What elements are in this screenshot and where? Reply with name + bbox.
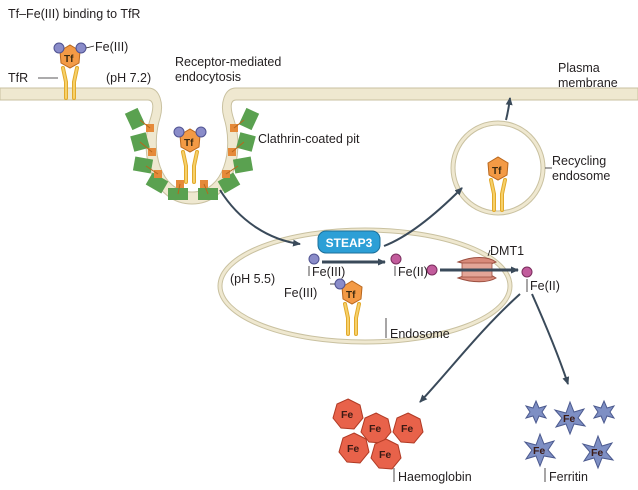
endosome — [217, 227, 513, 345]
iron-fe3-dot — [53, 42, 65, 54]
ph55-label: (pH 5.5) — [230, 272, 275, 286]
fe2-label-cyto: Fe(II) — [530, 279, 560, 293]
clathrin-coat — [124, 107, 260, 200]
tf-label-endo: Tf — [346, 290, 356, 301]
ph72-label: (pH 7.2) — [106, 71, 151, 85]
ferritin-cluster: Fe Fe Fe — [524, 400, 615, 469]
dmt1-label: DMT1 — [490, 244, 524, 258]
title-label: Tf–Fe(III) binding to TfR — [8, 7, 140, 21]
fe3-label-tf: Fe(III) — [284, 286, 317, 300]
transferrin-receptor — [181, 150, 199, 184]
fe3-label-top: Fe(III) — [95, 40, 128, 54]
iron-fe3-dot — [195, 126, 207, 138]
fe-label: Fe — [533, 445, 545, 457]
rme-label-1: Receptor-mediated — [175, 55, 281, 69]
tf-label-pit: Tf — [184, 138, 194, 149]
to-haemoglobin-arrow — [419, 293, 521, 403]
recycling-label-1: Recycling — [552, 154, 606, 168]
fe-label: Fe — [563, 413, 575, 425]
endosome-label: Endosome — [390, 327, 450, 341]
rme-label-2: endocytosis — [175, 70, 241, 84]
iron-fe3-dot — [334, 278, 346, 290]
ferritin-unit — [593, 400, 615, 424]
fe-label: Fe — [341, 409, 353, 421]
fe-label: Fe — [347, 443, 359, 455]
plasma-label-1: Plasma — [558, 61, 600, 75]
recycling-endosome: Tf — [450, 120, 546, 216]
iron-fe3-dot — [75, 42, 87, 54]
clathrin-label: Clathrin-coated pit — [258, 132, 360, 146]
ferritin-unit — [525, 400, 547, 424]
fe-label: Fe — [591, 447, 603, 459]
haemoglobin-cluster: Fe Fe Fe Fe Fe — [332, 398, 424, 470]
iron-fe3-dot — [308, 253, 320, 265]
plasma-membrane — [0, 87, 638, 205]
steap3-protein: STEAP3 — [317, 230, 381, 254]
iron-fe3-dot — [173, 126, 185, 138]
fe-label: Fe — [379, 449, 391, 461]
fe2-label-endo: Fe(II) — [398, 265, 428, 279]
recycling-arrow — [383, 187, 463, 247]
fe-label: Fe — [401, 423, 413, 435]
endosome-receptor-complex: Tf — [334, 278, 363, 336]
tf-label-recycling: Tf — [492, 166, 502, 177]
iron-fe2-dot — [426, 264, 438, 276]
pit-receptor-complex: Tf — [173, 126, 207, 184]
recycling-label-2: endosome — [552, 169, 610, 183]
ferritin-label: Ferritin — [549, 470, 588, 484]
plasma-label-2: membrane — [558, 76, 618, 90]
haemoglobin-label: Haemoglobin — [398, 470, 472, 484]
iron-fe2-dot — [390, 253, 402, 265]
surface-receptor-complex: Tf — [53, 42, 95, 100]
exocytosis-arrow — [505, 97, 513, 121]
tfr-label: TfR — [8, 71, 28, 85]
fe3-label-endo: Fe(III) — [312, 265, 345, 279]
fe-label: Fe — [369, 423, 381, 435]
iron-fe2-dot — [521, 266, 533, 278]
steap3-label: STEAP3 — [326, 236, 373, 250]
tf-label-surface: Tf — [64, 54, 74, 65]
endocytosis-arrow — [219, 189, 301, 247]
to-ferritin-arrow — [531, 293, 570, 385]
